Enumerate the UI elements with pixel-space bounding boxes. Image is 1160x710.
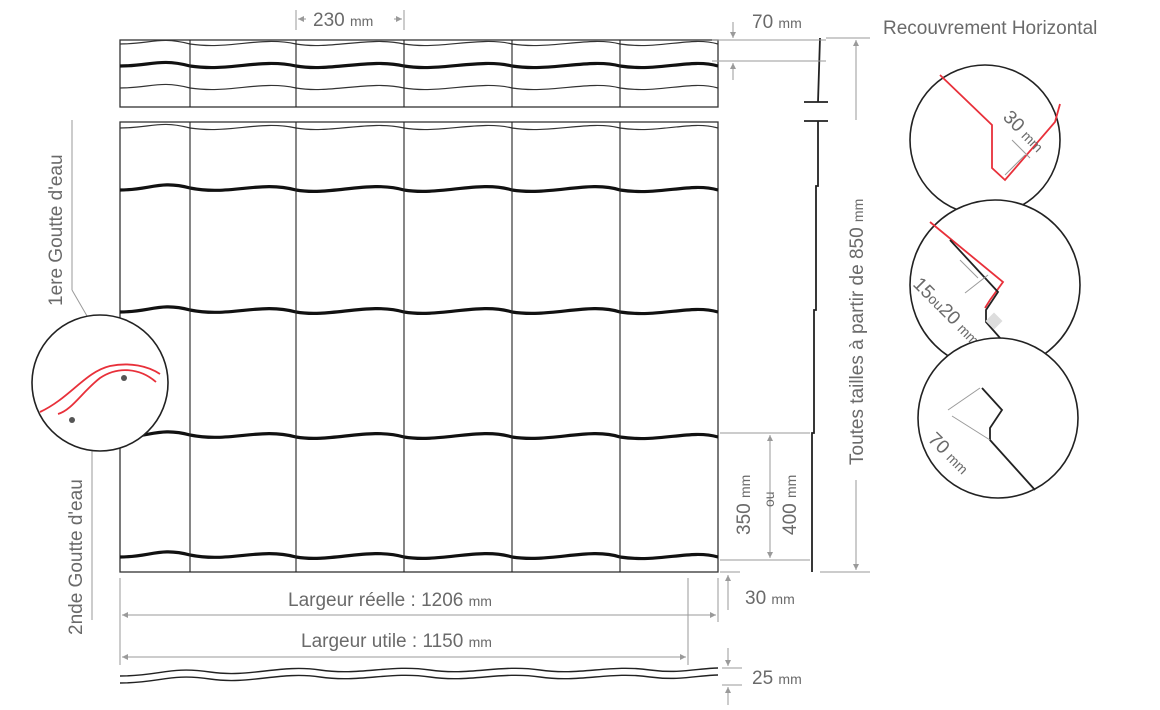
rib-spacing-label: 230 mm (313, 10, 373, 31)
total-length-dimension: Toutes tailles à partir de 850 mm (820, 37, 870, 573)
first-drip-marker (121, 375, 127, 381)
top-panel-ribs (189, 40, 621, 107)
module-label-a: 350 mm (734, 475, 755, 535)
real-width-label: Largeur réelle : 1206 mm (288, 590, 492, 611)
useful-width-label: Largeur utile : 1150 mm (301, 631, 492, 652)
top-panel-section (119, 39, 719, 108)
step-height-dimension: 70 mm (712, 12, 826, 80)
main-panel-ribs (189, 122, 621, 572)
first-drip-label: 1ere Goutte d'eau (46, 154, 67, 306)
rib-spacing-dimension: 230 mm (295, 10, 405, 31)
thickness-label: 25 mm (752, 668, 802, 689)
real-width-dimension: Largeur réelle : 1206 mm (119, 578, 719, 622)
bottom-offset-label: 30 mm (745, 588, 795, 609)
top-panel-edge (119, 39, 719, 47)
side-profile-line (804, 37, 828, 572)
overlap-detail-70: 70 mm (917, 337, 1079, 499)
main-panel-step-2 (119, 305, 719, 316)
all-sizes-label: Toutes tailles à partir de 850 mm (847, 199, 868, 465)
top-panel-wave (119, 83, 719, 91)
second-drip-label: 2nde Goutte d'eau (66, 479, 87, 635)
drip-detail: 1ere Goutte d'eau 2nde Goutte d'eau (31, 120, 169, 635)
top-panel-step (119, 60, 719, 70)
module-dimension: 350 mm ou 400 mm (720, 432, 810, 561)
step-height-label: 70 mm (752, 12, 802, 33)
main-panel-step-3 (119, 430, 719, 441)
horizontal-overlap-title: Recouvrement Horizontal (883, 18, 1097, 39)
side-profile (804, 37, 828, 572)
cross-section-profile: 25 mm (119, 648, 802, 705)
top-panel-outline (119, 39, 719, 108)
overlap-detail-30: 30 mm (909, 64, 1061, 216)
drip-detail-circle (31, 314, 169, 452)
main-panel-section (119, 121, 719, 573)
main-panel-step-1 (119, 183, 719, 194)
main-panel-step-4 (119, 550, 719, 561)
second-drip-marker (69, 417, 75, 423)
bottom-offset-dimension: 30 mm (720, 571, 795, 610)
useful-width-dimension: Largeur utile : 1150 mm (119, 578, 689, 665)
main-panel-top-edge (119, 123, 719, 131)
module-label-ou: ou (761, 491, 777, 507)
module-label-b: 400 mm (780, 475, 801, 535)
